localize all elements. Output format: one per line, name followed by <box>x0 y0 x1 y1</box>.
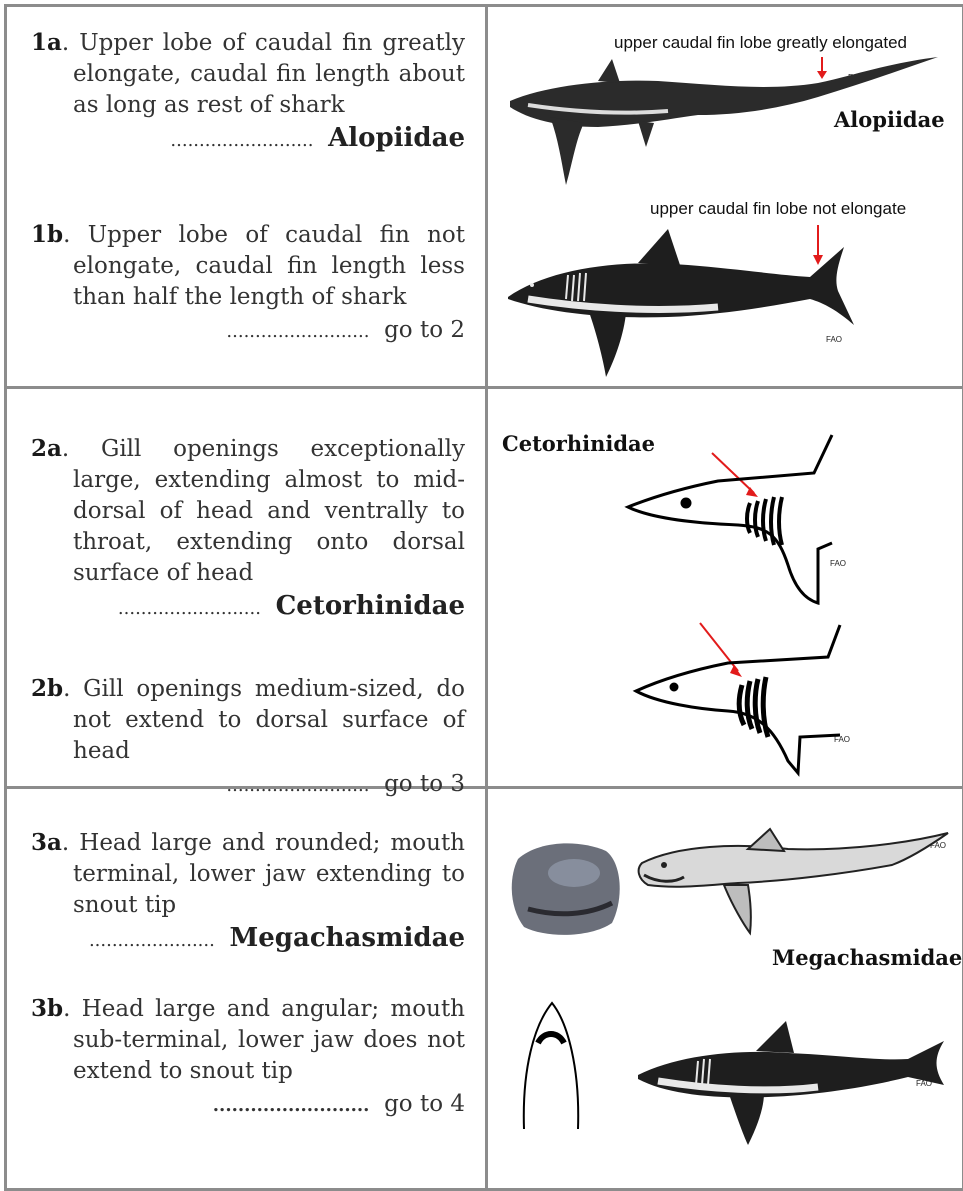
couplet-text: . Upper lobe of caudal fin not elongate,… <box>63 222 465 310</box>
couplet-2b: 2b. Gill openings medium-sized, do not e… <box>31 673 465 801</box>
red-arrow-icon <box>813 225 823 265</box>
key-text-cell-2: 2a. Gill openings exceptionally large, e… <box>6 388 487 788</box>
couplet-3b-description: 3b. Head large and angular; mouth sub-te… <box>31 993 465 1087</box>
leader-dots: ......................... <box>170 130 313 151</box>
couplet-number: 2a <box>31 435 62 462</box>
key-figure-cell-1: upper caudal fin lobe greatly elongated … <box>487 6 963 388</box>
shark-illustrations-row1 <box>488 7 963 387</box>
red-arrow-icon <box>712 453 758 497</box>
couplet-3a: 3a. Head large and rounded; mouth termin… <box>31 827 465 956</box>
thresher-shark-icon <box>510 57 938 185</box>
leader-dots: ......................... <box>118 598 261 619</box>
couplet-2b-description: 2b. Gill openings medium-sized, do not e… <box>31 673 465 767</box>
couplet-1b-description: 1b. Upper lobe of caudal fin not elongat… <box>31 219 465 313</box>
couplet-text: . Head large and angular; mouth sub-term… <box>63 996 465 1084</box>
couplet-2a-description: 2a. Gill openings exceptionally large, e… <box>31 433 465 589</box>
couplet-2a: 2a. Gill openings exceptionally large, e… <box>31 433 465 624</box>
couplet-2a-result: ......................... Cetorhinidae <box>31 591 465 624</box>
goto-link: go to 4 <box>384 1091 465 1117</box>
goto-link: go to 2 <box>384 317 465 343</box>
key-text-cell-1: 1a. Upper lobe of caudal fin greatly elo… <box>6 6 487 388</box>
couplet-number: 3a <box>31 829 62 856</box>
couplet-1b-result: ......................... go to 2 <box>31 315 465 347</box>
couplet-1a-description: 1a. Upper lobe of caudal fin greatly elo… <box>31 27 465 121</box>
couplet-text: . Upper lobe of caudal fin greatly elong… <box>62 30 465 118</box>
couplet-text: . Gill openings medium-sized, do not ext… <box>63 676 465 764</box>
key-figure-cell-3: Megachasmidae FAO FAO <box>487 788 963 1190</box>
family-name: Megachasmidae <box>229 923 465 953</box>
couplet-1a: 1a. Upper lobe of caudal fin greatly elo… <box>31 27 465 156</box>
leader-dots: ......................... <box>226 321 369 342</box>
shark-head-icon <box>636 625 840 773</box>
key-row-3: 3a. Head large and rounded; mouth termin… <box>6 788 963 1190</box>
family-name: Alopiidae <box>328 123 465 153</box>
shark-illustrations-row3 <box>488 789 963 1189</box>
shark-head-outline-icon <box>524 1003 578 1129</box>
couplet-text: . Head large and rounded; mouth terminal… <box>62 830 465 918</box>
identification-key-table: 1a. Upper lobe of caudal fin greatly elo… <box>4 4 963 1191</box>
shortfin-mako-shark-icon <box>638 1021 944 1145</box>
key-figure-cell-2: Cetorhinidae FAO FAO <box>487 388 963 788</box>
couplet-number: 1a <box>31 29 62 56</box>
couplet-3a-result: ...................... Megachasmidae <box>31 923 465 956</box>
key-row-1: 1a. Upper lobe of caudal fin greatly elo… <box>6 6 963 388</box>
leader-dots: ......................... <box>213 1095 370 1116</box>
basking-shark-head-icon <box>628 435 832 603</box>
couplet-3b: 3b. Head large and angular; mouth sub-te… <box>31 993 465 1121</box>
leader-dots: ...................... <box>89 930 215 951</box>
couplet-number: 3b <box>31 995 63 1022</box>
couplet-3b-result: ......................... go to 4 <box>31 1089 465 1121</box>
couplet-number: 2b <box>31 675 63 702</box>
shortfin-mako-shark-icon <box>508 229 854 377</box>
couplet-1b: 1b. Upper lobe of caudal fin not elongat… <box>31 219 465 347</box>
couplet-text: . Gill openings exceptionally large, ext… <box>62 436 465 586</box>
megamouth-photo-icon <box>512 843 620 934</box>
red-arrow-icon <box>817 57 827 79</box>
couplet-number: 1b <box>31 221 63 248</box>
key-row-2: 2a. Gill openings exceptionally large, e… <box>6 388 963 788</box>
family-name: Cetorhinidae <box>276 591 465 621</box>
shark-head-outlines-row2 <box>488 389 963 787</box>
megamouth-shark-icon <box>639 829 948 933</box>
key-text-cell-3: 3a. Head large and rounded; mouth termin… <box>6 788 487 1190</box>
couplet-3a-description: 3a. Head large and rounded; mouth termin… <box>31 827 465 921</box>
couplet-1a-result: ......................... Alopiidae <box>31 123 465 156</box>
